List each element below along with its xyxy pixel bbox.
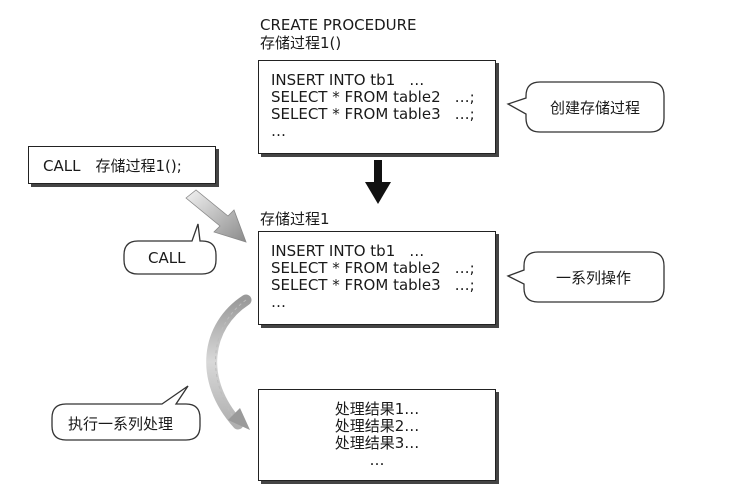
- result-line: 处理结果2…: [334, 417, 420, 435]
- procedure-label: 存储过程1: [260, 210, 330, 228]
- procedure-code-block: INSERT INTO tb1… SELECT * FROM table2…; …: [271, 243, 475, 311]
- bubble-ops-shape: [506, 251, 665, 303]
- call-arrow-icon: [185, 189, 247, 243]
- code-line: …: [271, 293, 286, 311]
- code-line: SELECT * FROM table2…;: [271, 259, 475, 277]
- code-line: SELECT * FROM table3…;: [271, 276, 475, 294]
- code-line: SELECT * FROM table2…;: [271, 88, 475, 106]
- result-line: 处理结果3…: [334, 434, 420, 452]
- create-procedure-keyword: CREATE PROCEDURE: [260, 16, 417, 34]
- create-code-block: INSERT INTO tb1… SELECT * FROM table2…; …: [271, 72, 475, 140]
- code-line: INSERT INTO tb1…: [271, 242, 425, 260]
- execution-arc-icon: [206, 294, 252, 430]
- bubble-exec-text: 执行一系列处理: [68, 415, 174, 433]
- create-procedure-box: INSERT INTO tb1… SELECT * FROM table2…; …: [258, 60, 496, 154]
- bubble-create-text: 创建存储过程: [550, 99, 641, 117]
- down-arrow-icon: [365, 160, 391, 204]
- bubble-exec-shape: [51, 385, 201, 441]
- code-line: …: [271, 122, 286, 140]
- procedure-body-box: INSERT INTO tb1… SELECT * FROM table2…; …: [258, 231, 496, 325]
- call-statement-text: CALL 存储过程1();: [43, 157, 182, 175]
- bubble-call-text: CALL: [148, 249, 186, 267]
- bubble-ops-text: 一系列操作: [556, 269, 632, 287]
- bubble-create-shape: [506, 81, 665, 133]
- bubble-call-shape: [123, 223, 217, 275]
- code-line: SELECT * FROM table3…;: [271, 105, 475, 123]
- results-box: 处理结果1… 处理结果2… 处理结果3… …: [258, 389, 496, 481]
- results-list: 处理结果1… 处理结果2… 处理结果3… …: [259, 401, 495, 469]
- create-procedure-name: 存储过程1(): [260, 34, 342, 52]
- result-line: 处理结果1…: [334, 400, 420, 418]
- result-line: …: [369, 451, 385, 469]
- call-statement-box: CALL 存储过程1();: [28, 146, 216, 184]
- code-line: INSERT INTO tb1…: [271, 71, 425, 89]
